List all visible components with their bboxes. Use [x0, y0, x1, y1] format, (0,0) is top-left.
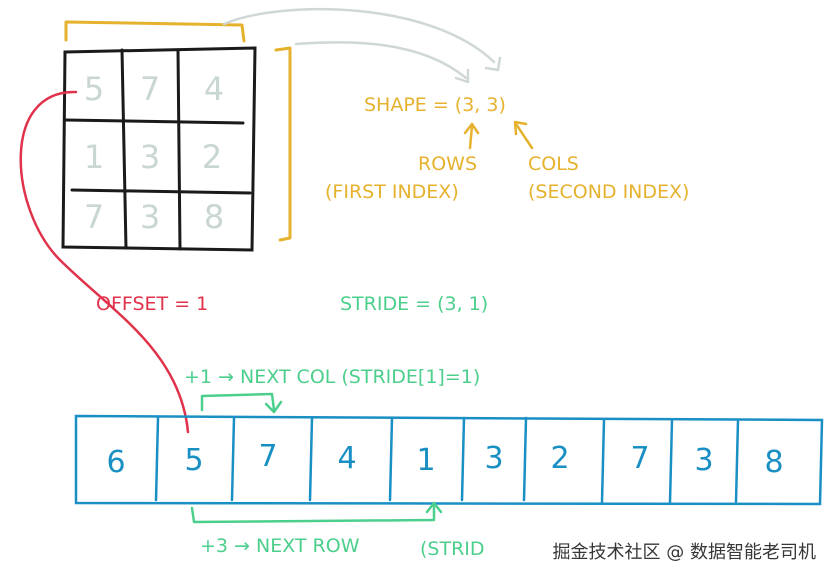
shape-brackets	[64, 20, 292, 242]
next-col-label: +1 → NEXT COL (STRIDE[1]=1)	[184, 366, 480, 388]
rows-arrowhead	[463, 122, 480, 135]
shape-label: SHAPE = (3, 3)	[364, 94, 506, 116]
rows-link-arrow	[294, 41, 468, 80]
matrix-vline-2	[176, 48, 182, 251]
next-row-label: +3 → NEXT ROW	[200, 535, 360, 557]
storage-divider-1	[154, 416, 160, 502]
storage-divider-8	[668, 418, 674, 504]
storage-cell-1: 5	[184, 443, 203, 478]
shape-small-arrows	[463, 120, 534, 150]
storage-divider-6	[522, 416, 528, 502]
storage-divider-9	[734, 418, 740, 504]
rows-label: ROWS	[418, 153, 477, 175]
matrix-grid	[61, 46, 257, 252]
cols-link-arrow	[222, 7, 496, 64]
stride-label: STRIDE = (3, 1)	[340, 293, 488, 315]
matrix-hline-1	[63, 118, 245, 125]
next-col-bracket	[200, 392, 283, 414]
rows-link-arrowhead	[454, 68, 470, 84]
cols-sub-label: (SECOND INDEX)	[528, 181, 689, 203]
next-row-arrowhead	[425, 501, 443, 514]
rows-arrow	[468, 124, 474, 150]
storage-cell-3: 4	[337, 441, 356, 476]
next-col-arrowhead	[264, 400, 283, 414]
matrix-cell-0-0: 5	[84, 70, 104, 108]
storage-border	[74, 414, 824, 506]
storage-cell-9: 8	[764, 445, 783, 480]
offset-arrow	[19, 90, 190, 434]
next-row-bracket-line	[190, 504, 436, 524]
storage-cell-0: 6	[106, 445, 125, 480]
matrix-cell-2-1: 3	[140, 198, 160, 236]
storage-divider-4	[388, 416, 394, 502]
matrix-cells: 5 7 4 1 3 2 7 3 8	[84, 70, 224, 236]
storage-divider-2	[230, 416, 236, 502]
storage-cell-7: 7	[630, 441, 649, 476]
next-row-bracket	[190, 501, 443, 524]
matrix-cell-1-1: 3	[140, 138, 160, 176]
storage-divider-7	[600, 418, 606, 504]
storage-divider-5	[460, 416, 466, 502]
storage-cell-8: 3	[694, 443, 713, 478]
storage-strip	[74, 414, 824, 506]
storage-divider-3	[308, 416, 314, 502]
next-col-bracket-line	[200, 392, 276, 412]
storage-cell-4: 1	[416, 443, 435, 478]
matrix-cell-0-1: 7	[140, 70, 160, 108]
matrix-cell-0-2: 4	[204, 70, 224, 108]
rows-sub-label: (FIRST INDEX)	[325, 181, 459, 203]
cols-label: COLS	[528, 153, 579, 175]
shape-link-arrows	[222, 7, 502, 84]
offset-label: OFFSET = 1	[96, 293, 208, 315]
matrix-cell-2-2: 8	[204, 198, 224, 236]
cols-arrowhead	[513, 120, 528, 136]
matrix-cell-2-0: 7	[84, 198, 104, 236]
cols-bracket	[64, 20, 246, 43]
cols-arrow	[514, 122, 534, 150]
matrix-cell-1-2: 2	[202, 138, 222, 176]
matrix-hline-2	[70, 188, 252, 195]
offset-curve	[19, 90, 190, 434]
watermark: 掘金技术社区 @ 数据智能老司机	[553, 542, 816, 563]
truncated-stride-label: (STRID	[420, 538, 485, 560]
shape-annotation: SHAPE = (3, 3) ROWS (FIRST INDEX) COLS (…	[325, 94, 689, 203]
matrix-cell-1-0: 1	[84, 138, 104, 176]
rows-bracket	[274, 46, 292, 242]
storage-cell-2: 7	[258, 439, 277, 474]
storage-cell-6: 2	[550, 441, 569, 476]
matrix-vline-1	[120, 48, 128, 250]
storage-cell-5: 3	[484, 441, 503, 476]
matrix-border	[61, 46, 257, 252]
storage-values: 6 5 7 4 1 3 2 7 3 8	[106, 439, 783, 480]
cols-link-arrowhead	[484, 56, 502, 72]
